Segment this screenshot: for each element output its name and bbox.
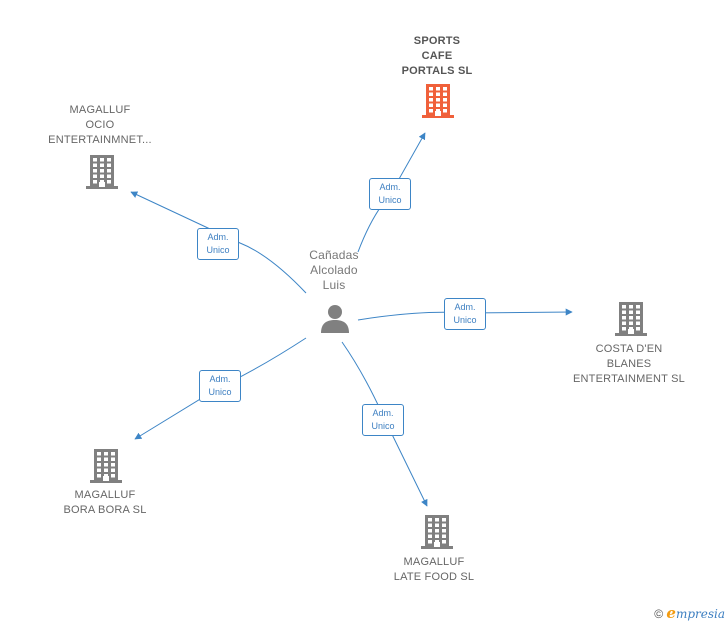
edge-label-ocio[interactable]: Adm. Unico: [197, 228, 239, 260]
company-label-bora[interactable]: MAGALLUF BORA BORA SL: [63, 489, 147, 516]
company-label-ocio[interactable]: MAGALLUF OCIO ENTERTAINMNET...: [48, 104, 152, 146]
person-icon[interactable]: [320, 303, 350, 333]
company-label-costa[interactable]: COSTA D'EN BLANES ENTERTAINMENT SL: [573, 343, 685, 385]
edge-ocio: [130, 191, 307, 294]
building-icon[interactable]: [421, 515, 453, 554]
copyright-symbol: ©: [654, 607, 664, 621]
edge-label-costa[interactable]: Adm. Unico: [444, 298, 486, 330]
company-label-sports[interactable]: SPORTS CAFE PORTALS SL: [401, 35, 473, 77]
edge-label-sports[interactable]: Adm. Unico: [369, 178, 411, 210]
building-icon[interactable]: [86, 155, 118, 194]
footer-brand: © empresia: [654, 604, 725, 622]
company-label-latefood[interactable]: MAGALLUF LATE FOOD SL: [393, 556, 475, 583]
building-icon[interactable]: [422, 84, 454, 123]
brand-logo: empresia: [666, 604, 725, 622]
person-name-label[interactable]: Cañadas Alcolado Luis: [309, 248, 359, 292]
building-icon[interactable]: [615, 302, 647, 341]
edge-label-latefood[interactable]: Adm. Unico: [362, 404, 404, 436]
building-icon[interactable]: [90, 449, 122, 488]
edges-layer: [130, 132, 573, 507]
edge-label-bora[interactable]: Adm. Unico: [199, 370, 241, 402]
